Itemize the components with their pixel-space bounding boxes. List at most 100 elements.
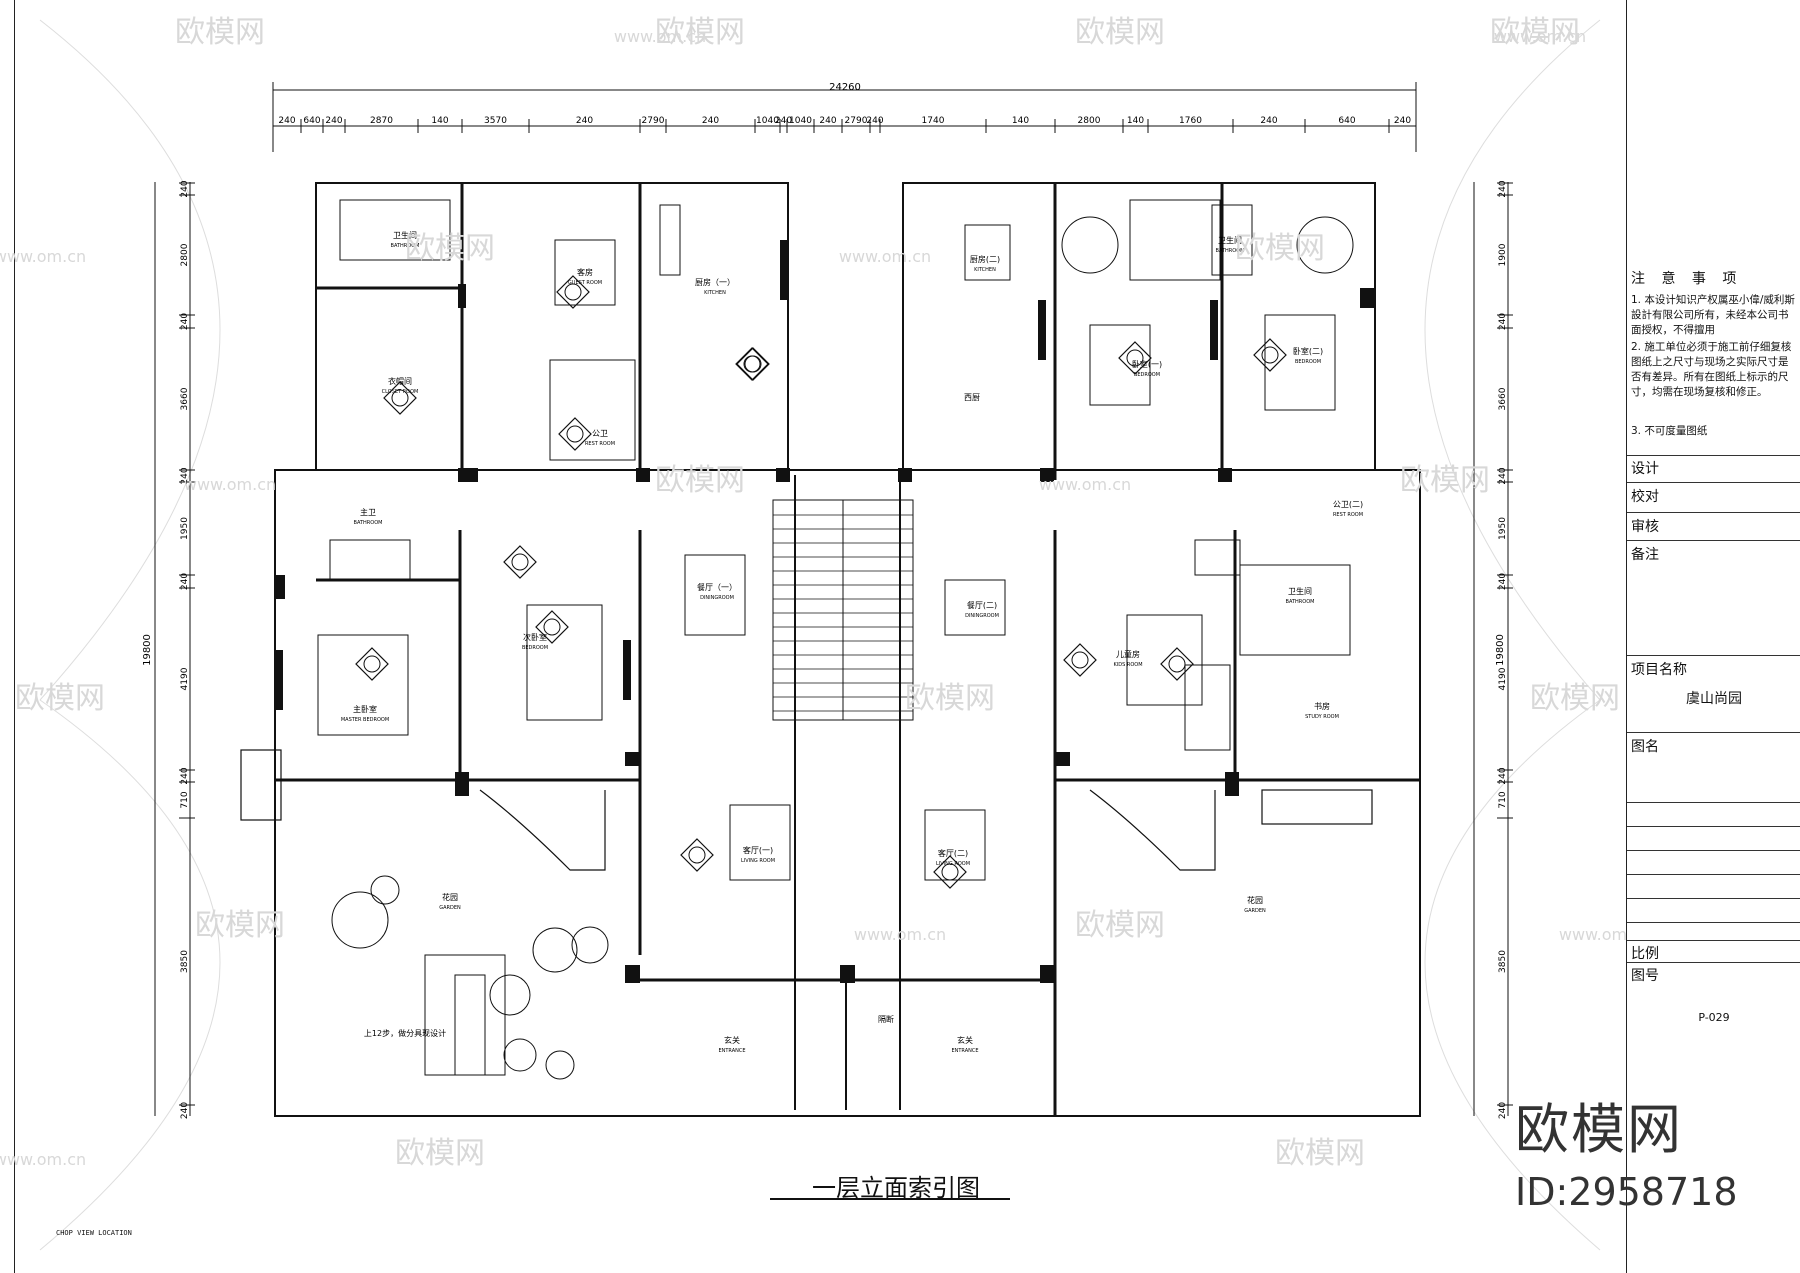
dim-label-top: 2800 xyxy=(1078,116,1101,126)
dim-label-top: 1040 xyxy=(756,116,779,126)
dim-label-top: 140 xyxy=(1012,116,1029,126)
room-label-en-rest_room_1: REST ROOM xyxy=(585,441,615,447)
dim-label-side: 3660 xyxy=(180,387,190,410)
room-label-entrance_1: 玄关 xyxy=(724,1035,740,1045)
note-1: 1. 本设计知识产权属巫小偉/威利斯設計有限公司所有，未经本公司书面授权，不得擅… xyxy=(1631,294,1795,336)
marker-circle xyxy=(543,618,561,636)
wall-columns xyxy=(275,240,1374,983)
dim-label-top: 1760 xyxy=(1179,116,1202,126)
tb-row-divider xyxy=(1627,802,1800,803)
room-label-living_1: 客厅(一) xyxy=(743,845,773,855)
marker-circle xyxy=(564,283,582,301)
dim-label-top: 240 xyxy=(278,116,295,126)
room-label-garden_right: 花园 xyxy=(1247,895,1263,905)
room-label-rest_room_2: 公卫(二) xyxy=(1333,500,1363,509)
dim-label-top: 240 xyxy=(1260,116,1277,126)
garden-features xyxy=(331,875,609,1080)
dim-label-top: 240 xyxy=(325,116,342,126)
marker-circle xyxy=(391,389,409,407)
dim-label-top: 140 xyxy=(1127,116,1144,126)
room-label-entrance_2: 玄关 xyxy=(957,1035,973,1045)
marker-circle xyxy=(566,425,584,443)
watermark-brand: 欧模网 xyxy=(1400,463,1490,498)
room-label-en-garden_right: GARDEN xyxy=(1244,908,1266,914)
dim-label-top: 240 xyxy=(866,116,883,126)
room-label-bathroom_mid_right: 卫生间 xyxy=(1288,586,1312,596)
drawing-title-underline xyxy=(770,1198,1010,1200)
dim-label-side: 240 xyxy=(180,1102,190,1119)
marker-circle xyxy=(744,355,762,373)
watermark-brand: 欧模网 xyxy=(905,681,995,716)
sheet-border xyxy=(14,0,1800,1273)
background-arcs xyxy=(39,19,1601,1251)
elevation-index-marker xyxy=(556,275,590,309)
dim-overall-height-right: 19800 xyxy=(1495,634,1506,666)
room-label-en-bathroom_right: BATHROOM xyxy=(1216,248,1245,254)
room-label-garden_left: 花园 xyxy=(442,892,458,902)
watermark-brand: 欧模网 xyxy=(1530,681,1620,716)
tb-row-divider xyxy=(1627,940,1800,941)
dim-label-side: 240 xyxy=(1498,180,1508,197)
room-label-en-dining_1: DININGROOM xyxy=(700,595,734,601)
drawing-no: P-029 xyxy=(1698,1011,1730,1024)
dim-label-side: 1900 xyxy=(1498,243,1508,266)
tb-row-divider xyxy=(1627,482,1800,483)
dim-label-side: 240 xyxy=(1498,467,1508,484)
remarks-label: 备注 xyxy=(1631,547,1659,563)
elevation-index-marker xyxy=(383,381,417,415)
room-label-en-dining_2: DININGROOM xyxy=(965,613,999,619)
room-label-closet: 衣帽间 xyxy=(388,376,412,386)
watermark-brand: 欧模网 xyxy=(1075,15,1165,50)
tb-row-divider xyxy=(1627,962,1800,963)
watermark-brand: 欧模网 xyxy=(1490,15,1580,50)
room-label-en-garden_left: GARDEN xyxy=(439,905,461,911)
tb-row-divider xyxy=(1627,655,1800,656)
tb-row-divider xyxy=(1627,732,1800,733)
proofread-label: 校对 xyxy=(1631,489,1659,505)
watermark-brand: 欧模网 xyxy=(15,681,105,716)
marker-circle xyxy=(1261,346,1279,364)
room-label-master_bedroom: 主卧室 xyxy=(353,704,377,714)
tb-row-divider xyxy=(1627,540,1800,541)
elevation-index-marker xyxy=(933,855,967,889)
marker-circle xyxy=(1071,651,1089,669)
left-dimension-labels: 2402800240366024019502404190240710385024… xyxy=(179,180,195,1119)
watermark-site: www.om.cn xyxy=(839,247,931,266)
elevation-index-marker xyxy=(735,347,769,381)
watermark-brand: 欧模网 xyxy=(1075,908,1165,943)
dim-label-side: 240 xyxy=(180,313,190,330)
dim-label-side: 240 xyxy=(1498,313,1508,330)
dim-label-top: 2790 xyxy=(642,116,665,126)
dim-label-top: 1740 xyxy=(922,116,945,126)
drawing-no-label: 图号 xyxy=(1631,968,1659,984)
drawing-title: 一层立面索引图 xyxy=(812,1174,980,1202)
stair-note: 上12步，做分具现设计 xyxy=(364,1028,446,1038)
watermark-site: www.om.cn xyxy=(854,925,946,944)
dim-label-top: 640 xyxy=(303,116,320,126)
corner-note: CHOP VIEW LOCATION xyxy=(56,1229,132,1237)
furniture xyxy=(317,199,1354,881)
room-label-second_bedroom: 次卧室 xyxy=(523,632,547,642)
bay-windows xyxy=(240,749,1373,871)
room-label-en-bedroom_1: BEDROOM xyxy=(1134,372,1160,378)
room-label-guest_room: 客房 xyxy=(577,267,593,277)
dim-label-side: 240 xyxy=(1498,767,1508,784)
elevation-index-marker xyxy=(680,838,714,872)
tb-row-divider xyxy=(1627,898,1800,899)
dim-label-side: 710 xyxy=(1498,791,1508,808)
marker-circle xyxy=(1168,655,1186,673)
scale-label: 比例 xyxy=(1631,946,1659,962)
room-label-bedroom_1: 卧室(一) xyxy=(1132,359,1162,369)
dim-overall-width: 24260 xyxy=(829,82,861,93)
dim-label-top: 3570 xyxy=(484,116,507,126)
room-label-dining_1: 餐厅（一） xyxy=(697,583,737,592)
tb-row-divider xyxy=(1627,826,1800,827)
room-label-en-kitchen_1: KITCHEN xyxy=(704,290,726,296)
marker-circle xyxy=(511,553,529,571)
room-label-kitchen_1: 厨房（一） xyxy=(695,277,735,287)
dim-label-side: 3660 xyxy=(1498,387,1508,410)
room-label-en-bedroom_2: BEDROOM xyxy=(1295,359,1321,365)
drawing-name-label: 图名 xyxy=(1631,739,1659,755)
dim-label-top: 2790 xyxy=(845,116,868,126)
